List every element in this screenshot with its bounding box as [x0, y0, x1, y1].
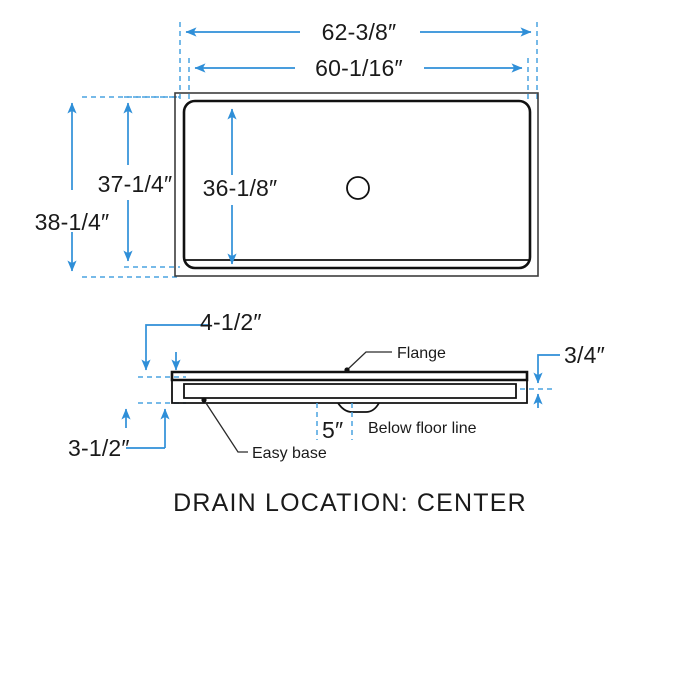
overall-depth-label: 38-1/4″ [35, 209, 110, 235]
drain-boss [337, 402, 380, 413]
flange-depth-label: 37-1/4″ [98, 171, 173, 197]
top-view-group: 62-3/8″ 60-1/16″ 38-1/4″ 37-1/4″ [35, 19, 539, 278]
dimension-inside-width: 60-1/16″ [194, 55, 523, 81]
flange-leader-line [346, 351, 392, 371]
flange-callout-label: Flange [397, 345, 446, 362]
dimension-flange-depth: 37-1/4″ [98, 102, 173, 262]
dimension-flange-offset: 4-1/2″ [138, 309, 262, 378]
pan-flange-inner-outline [182, 99, 532, 270]
dimension-below-floor-depth: 3/4″ [520, 342, 605, 408]
pan-body-profile [171, 380, 528, 404]
flange-leader-dot [344, 367, 350, 373]
callout-easy-base: Easy base [201, 397, 327, 462]
depth-extension-lines [82, 96, 180, 278]
dimension-overall-depth: 38-1/4″ [35, 102, 110, 272]
below-floor-line-note: Below floor line [368, 420, 477, 437]
inside-width-label: 60-1/16″ [315, 55, 403, 81]
overall-width-label: 62-3/8″ [322, 19, 397, 45]
flange-offset-leader-left [141, 324, 210, 371]
base-height-label: 3-1/2″ [68, 435, 130, 461]
easy-base-leader-line [203, 399, 248, 453]
side-profile-outline [170, 370, 529, 413]
easy-base-leader-dot [201, 397, 207, 403]
drain-location-caption: DRAIN LOCATION: CENTER [173, 489, 527, 517]
below-floor-leader-top [533, 354, 560, 384]
inside-depth-label: 36-1/8″ [203, 175, 278, 201]
dimension-inside-depth: 36-1/8″ [203, 108, 278, 265]
flange-offset-label: 4-1/2″ [200, 309, 262, 335]
easy-base-callout-label: Easy base [252, 445, 327, 462]
drain-circle-icon [346, 176, 370, 200]
dimension-drain-offset: 5″ [316, 403, 353, 443]
side-view-group: 4-1/2″ 3-1/2″ 5″ Below floo [68, 309, 605, 462]
dimension-overall-width: 62-3/8″ [185, 19, 532, 45]
callout-flange: Flange [344, 345, 446, 373]
width-extension-lines [179, 22, 538, 100]
drain-offset-label: 5″ [322, 417, 343, 443]
pan-inner-recess [183, 383, 517, 399]
pan-outer-outline [174, 92, 539, 277]
below-floor-depth-label: 3/4″ [564, 342, 605, 368]
